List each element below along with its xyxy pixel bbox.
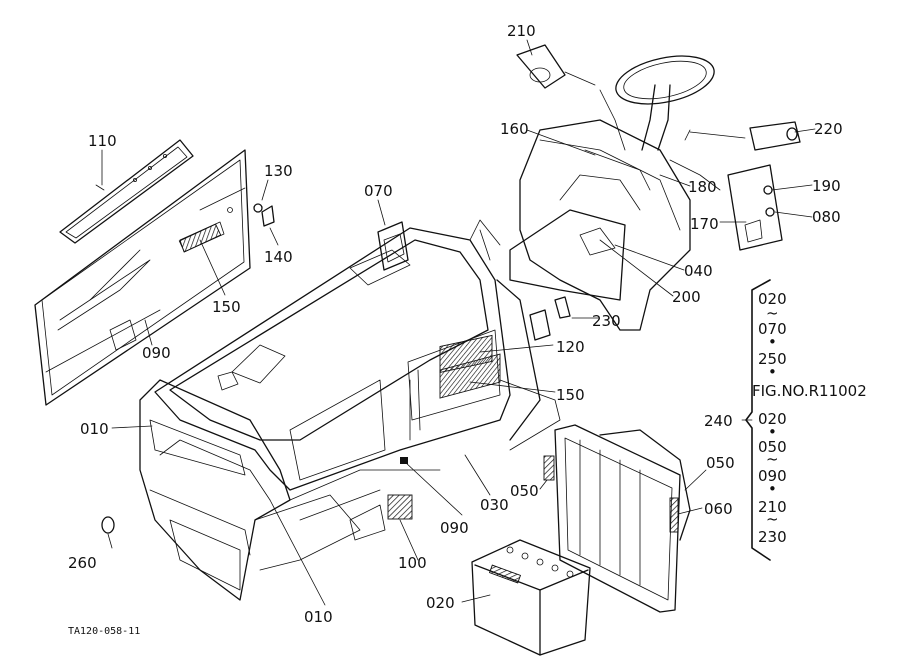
decal-150-panel xyxy=(178,223,222,253)
callout-200: 200 xyxy=(672,288,701,306)
callout-230: 230 xyxy=(592,312,621,330)
callout-090: 090 xyxy=(142,344,171,362)
group-list: 020 ~ 070 • 250 • FIG.NO.R11002 020 • 05… xyxy=(752,290,867,546)
callout-080: 080 xyxy=(812,208,841,226)
hood-latch xyxy=(377,221,409,271)
figure-code: TA120-058-11 xyxy=(68,626,140,637)
dot-separator: • xyxy=(768,333,777,351)
callout-010: 010 xyxy=(80,420,109,438)
callout-150: 150 xyxy=(212,298,241,316)
callout-050: 050 xyxy=(706,454,735,472)
battery xyxy=(471,539,591,656)
cap-part xyxy=(101,516,115,534)
group-list-item: FIG.NO.R11002 xyxy=(752,382,867,400)
dot-separator: • xyxy=(768,480,777,498)
group-list-item: 020 xyxy=(758,290,787,308)
side-window-grille xyxy=(59,139,194,244)
side-panel xyxy=(34,149,251,406)
callout-120: 120 xyxy=(556,338,585,356)
group-list-item: 070 xyxy=(758,320,787,338)
callout-030: 030 xyxy=(480,496,509,514)
callout-060: 060 xyxy=(704,500,733,518)
decal-030 xyxy=(439,334,493,374)
group-list-item: 230 xyxy=(758,528,787,546)
callout-020: 020 xyxy=(426,594,455,612)
dot-separator: • xyxy=(768,423,777,441)
latch-part-230 xyxy=(529,296,571,341)
dot-separator: • xyxy=(768,363,777,381)
callout-090: 090 xyxy=(440,519,469,537)
group-list-item: 210 xyxy=(758,498,787,516)
tilde-separator: ~ xyxy=(766,304,779,322)
callout-240: 240 xyxy=(704,412,733,430)
radiator xyxy=(554,424,691,613)
callout-260: 260 xyxy=(68,554,97,572)
switch-panel xyxy=(669,159,783,251)
callout-130: 130 xyxy=(264,162,293,180)
group-list-item: 250 xyxy=(758,350,787,368)
callout-210: 210 xyxy=(507,22,536,40)
tilde-separator: ~ xyxy=(766,450,779,468)
group-list-item: 020 xyxy=(758,410,787,428)
group-bracket xyxy=(745,279,771,561)
callout-010: 010 xyxy=(304,608,333,626)
callout-labels: 110 130 140 150 090 070 010 260 010 100 … xyxy=(68,22,843,626)
clip-part xyxy=(253,203,275,227)
callout-190: 190 xyxy=(812,177,841,195)
steering-wheel xyxy=(599,55,715,151)
decal-100 xyxy=(387,494,413,520)
callout-100: 100 xyxy=(398,554,427,572)
callout-150: 150 xyxy=(556,386,585,404)
group-list-item: 090 xyxy=(758,467,787,485)
dash-console xyxy=(509,119,691,331)
leader-lines xyxy=(101,39,816,606)
callout-220: 220 xyxy=(814,120,843,138)
group-list-item: 050 xyxy=(758,438,787,456)
callout-160: 160 xyxy=(500,120,529,138)
lever-knob-210 xyxy=(516,44,596,89)
decal-090 xyxy=(400,457,408,464)
callout-180: 180 xyxy=(688,178,717,196)
decal-050 xyxy=(543,455,555,481)
lever-knob-220 xyxy=(684,121,801,151)
callout-110: 110 xyxy=(88,132,117,150)
callout-170: 170 xyxy=(690,215,719,233)
callout-050: 050 xyxy=(510,482,539,500)
callout-070: 070 xyxy=(364,182,393,200)
callout-040: 040 xyxy=(684,262,713,280)
callout-140: 140 xyxy=(264,248,293,266)
tilde-separator: ~ xyxy=(766,510,779,528)
